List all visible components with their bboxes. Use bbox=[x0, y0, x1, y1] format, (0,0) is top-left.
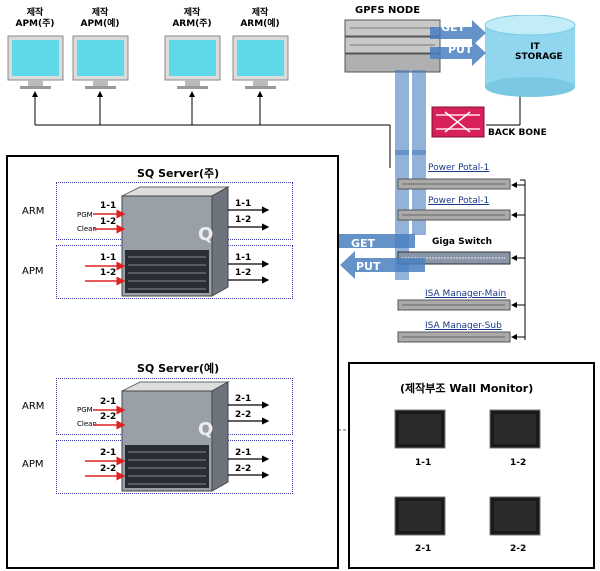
rack-devices bbox=[330, 150, 511, 343]
switch-get-label: GET bbox=[351, 237, 376, 250]
gpfs-storage-group bbox=[344, 15, 576, 155]
sq-main-apm-out-2: 1-2 bbox=[235, 268, 252, 278]
power-portal-1-device bbox=[397, 178, 511, 190]
sq-backup-apm-out-1: 2-1 bbox=[235, 448, 252, 458]
power-portal-2-device bbox=[397, 209, 511, 221]
backbone-label: BACK BONE bbox=[488, 128, 547, 138]
giga-switch-device bbox=[397, 251, 511, 265]
wall-monitor-screens bbox=[394, 409, 541, 536]
sq-main-arm-out-1: 1-1 bbox=[235, 199, 252, 209]
svg-text:Q: Q bbox=[198, 224, 213, 245]
wall-screen-label-4: 2-2 bbox=[510, 544, 527, 554]
gpfs-server-icon bbox=[344, 19, 441, 73]
it-storage-icon bbox=[484, 15, 576, 97]
monitor-icons bbox=[7, 35, 289, 89]
sq-main-arm-out-2: 1-2 bbox=[235, 215, 252, 225]
monitor-icon bbox=[7, 35, 64, 89]
monitor-feed-line bbox=[32, 91, 391, 168]
sq-backup-arm-in-1: 2-1 bbox=[100, 397, 117, 407]
isa-sub-device bbox=[397, 331, 511, 343]
isa-sub-label: ISA Manager-Sub bbox=[425, 321, 502, 331]
power-portal-1-label: Power Potal-1 bbox=[428, 163, 490, 173]
sq-backup-pgm: PGM bbox=[77, 406, 93, 414]
sq-backup-arm-out-1: 2-1 bbox=[235, 394, 252, 404]
sq-backup-apm-in-1: 2-1 bbox=[100, 448, 117, 458]
sq-main-apm-label: APM bbox=[22, 266, 44, 277]
sq-main-apm-in-1: 1-1 bbox=[100, 253, 117, 263]
sq-backup-arm-out-2: 2-2 bbox=[235, 410, 252, 420]
svg-text:Q: Q bbox=[198, 419, 213, 440]
sq-main-server-icon: Q bbox=[121, 186, 230, 297]
wall-monitor-panel bbox=[348, 362, 595, 569]
wall-monitor-title: (제작부조 Wall Monitor) bbox=[400, 382, 534, 395]
wall-screen-label-2: 1-2 bbox=[510, 458, 527, 468]
wall-screen-icon bbox=[489, 496, 541, 536]
sq-main-arm-in-2: 1-2 bbox=[100, 217, 117, 227]
isa-main-label: ISA Manager-Main bbox=[425, 289, 507, 299]
sq-main-pgm: PGM bbox=[77, 211, 93, 219]
sq-backup-apm-in-2: 2-2 bbox=[100, 464, 117, 474]
sq-backup-clean: Clean bbox=[77, 420, 97, 428]
sq-backup-apm-out-2: 2-2 bbox=[235, 464, 252, 474]
wall-screen-label-1: 1-1 bbox=[415, 458, 432, 468]
wall-screen-icon bbox=[489, 409, 541, 449]
sq-main-apm-out-1: 1-1 bbox=[235, 253, 252, 263]
monitor-icon bbox=[232, 35, 289, 89]
gpfs-get-label: GET bbox=[441, 21, 466, 34]
wall-screen-label-3: 2-1 bbox=[415, 544, 432, 554]
switch-get-put-arrows bbox=[330, 234, 425, 279]
monitor-icon bbox=[72, 35, 129, 89]
sq-main-apm-in-2: 1-2 bbox=[100, 268, 117, 278]
isa-main-device bbox=[397, 299, 511, 311]
gpfs-put-label: PUT bbox=[448, 43, 473, 56]
backbone-icon bbox=[431, 106, 485, 138]
wall-screen-icon bbox=[394, 496, 446, 536]
monitor-icon bbox=[164, 35, 221, 89]
switch-put-label: PUT bbox=[356, 260, 381, 273]
sq-main-arm-label: ARM bbox=[22, 206, 45, 217]
sq-backup-apm-label: APM bbox=[22, 459, 44, 470]
gpfs-get-put-arrows bbox=[430, 20, 486, 66]
power-portal-2-label: Power Potal-1 bbox=[428, 196, 490, 206]
gpfs-node-label: GPFS NODE bbox=[355, 5, 421, 16]
sq-backup-server-icon: Q bbox=[121, 381, 230, 492]
giga-switch-label: Giga Switch bbox=[432, 237, 493, 247]
sq-main-arm-in-1: 1-1 bbox=[100, 201, 117, 211]
sq-backup-title: SQ Server(예) bbox=[137, 362, 220, 375]
wall-screen-icon bbox=[394, 409, 446, 449]
sq-backup-arm-label: ARM bbox=[22, 401, 45, 412]
sq-main-clean: Clean bbox=[77, 225, 97, 233]
sq-server-graphics: Q Q bbox=[85, 186, 270, 492]
sq-backup-arm-in-2: 2-2 bbox=[100, 412, 117, 422]
sq-main-title: SQ Server(주) bbox=[137, 167, 220, 180]
